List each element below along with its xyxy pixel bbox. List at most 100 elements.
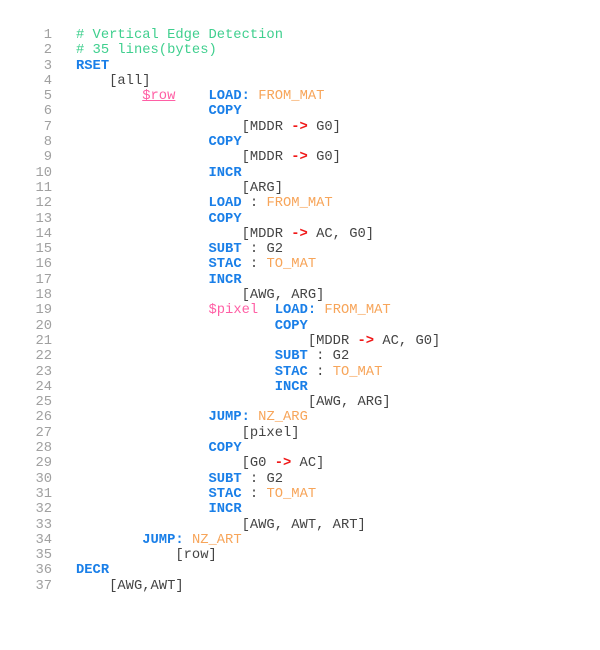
code-text (76, 319, 275, 334)
code-text (76, 365, 275, 380)
code-line[interactable]: 16 STAC : TO_MAT (0, 257, 440, 272)
operand: TO_MAT (266, 257, 317, 273)
code-line[interactable]: 7 [MDDR -> G0] (0, 120, 440, 135)
line-number: 12 (35, 196, 52, 212)
code-text: : G2 (241, 242, 284, 258)
line-number: 14 (35, 226, 52, 242)
line-number: 24 (35, 379, 52, 395)
label: $row (142, 89, 176, 105)
code-line[interactable]: 14 [MDDR -> AC, G0] (0, 227, 440, 242)
line-source: [MDDR -> AC, G0] (76, 227, 375, 242)
code-line[interactable]: 13 COPY (0, 212, 440, 227)
code-line[interactable]: 5 $row LOAD: FROM_MAT (0, 89, 440, 104)
code-line[interactable]: 11 [ARG] (0, 181, 440, 196)
line-source: JUMP: NZ_ART (76, 532, 242, 548)
line-source: $row LOAD: FROM_MAT (76, 89, 324, 104)
line-source: INCR (76, 502, 241, 517)
line-source: [MDDR -> G0] (76, 150, 341, 165)
code-line[interactable]: 29 [G0 -> AC] (0, 456, 440, 471)
code-line[interactable]: 31 STAC : TO_MAT (0, 487, 440, 502)
code-line[interactable]: 20 COPY (0, 319, 440, 334)
code-line[interactable]: 17 INCR (0, 273, 440, 288)
label: $pixel (208, 303, 259, 319)
line-number: 16 (35, 257, 52, 273)
code-text: [ARG] (76, 180, 283, 196)
code-line[interactable]: 19 $pixel LOAD: FROM_MAT (0, 303, 440, 318)
code-text (175, 89, 208, 104)
line-source: JUMP: NZ_ARG (76, 410, 307, 425)
line-source: [MDDR -> AC, G0] (76, 333, 441, 349)
line-number: 8 (43, 135, 52, 151)
code-text (258, 303, 275, 318)
code-text: : (241, 257, 267, 273)
code-line[interactable]: 33 [AWG, AWT, ART] (0, 518, 440, 533)
code-text (76, 502, 208, 517)
code-line[interactable]: 18 [AWG, ARG] (0, 288, 440, 303)
code-line[interactable]: 32 INCR (0, 502, 440, 517)
operand: FROM_MAT (258, 89, 325, 105)
operand: NZ_ART (191, 532, 242, 548)
code-text (76, 303, 208, 318)
code-line[interactable]: 25 [AWG, ARG] (0, 395, 440, 410)
arrow-operator: -> (274, 456, 292, 472)
code-line[interactable]: 12 LOAD : FROM_MAT (0, 196, 440, 211)
code-line[interactable]: 1# Vertical Edge Detection (0, 28, 440, 43)
code-text: G0] (307, 119, 341, 135)
code-line[interactable]: 30 SUBT : G2 (0, 472, 440, 487)
code-text (76, 273, 208, 288)
code-text (76, 487, 208, 502)
code-text: [AWG,AWT] (76, 578, 184, 594)
keyword: RSET (76, 58, 110, 74)
code-line[interactable]: 23 STAC : TO_MAT (0, 365, 440, 380)
code-line[interactable]: 27 [pixel] (0, 426, 440, 441)
line-source: SUBT : G2 (76, 472, 283, 487)
code-line[interactable]: 26 JUMP: NZ_ARG (0, 410, 440, 425)
code-line[interactable]: 6 COPY (0, 104, 440, 119)
code-text: [row] (76, 548, 217, 564)
keyword: JUMP: (142, 532, 184, 548)
code-line[interactable]: 2# 35 lines(bytes) (0, 43, 440, 58)
code-text: : (241, 486, 267, 502)
operand: FROM_MAT (324, 303, 391, 319)
line-number: 37 (35, 578, 52, 594)
code-line[interactable]: 15 SUBT : G2 (0, 242, 440, 257)
line-source: [all] (76, 74, 150, 89)
keyword: LOAD: (274, 303, 317, 319)
code-line[interactable]: 8 COPY (0, 135, 440, 150)
code-text: [MDDR (76, 333, 358, 349)
code-text (76, 166, 208, 181)
line-source: COPY (76, 212, 241, 227)
line-number: 26 (35, 410, 52, 426)
line-source: SUBT : G2 (76, 349, 350, 364)
line-number: 32 (35, 502, 52, 518)
code-text (250, 89, 258, 104)
line-source: [AWG, AWT, ART] (76, 518, 366, 533)
keyword: COPY (208, 104, 242, 120)
code-text (250, 410, 258, 425)
keyword: COPY (274, 318, 308, 334)
code-line[interactable]: 24 INCR (0, 380, 440, 395)
code-line[interactable]: 34 JUMP: NZ_ART (0, 533, 440, 548)
code-line[interactable]: 21 [MDDR -> AC, G0] (0, 334, 440, 349)
keyword: INCR (208, 272, 242, 288)
code-text: : (307, 364, 333, 380)
arrow-operator: -> (357, 333, 375, 349)
code-line[interactable]: 10 INCR (0, 166, 440, 181)
line-number: 11 (35, 180, 52, 196)
code-text (76, 410, 208, 425)
line-number: 23 (35, 364, 52, 380)
arrow-operator: -> (291, 119, 308, 135)
code-line[interactable]: 4 [all] (0, 74, 440, 89)
code-text: AC] (291, 456, 325, 472)
line-source: [AWG, ARG] (76, 395, 391, 410)
code-line[interactable]: 37 [AWG,AWT] (0, 579, 440, 594)
code-line[interactable]: 28 COPY (0, 441, 440, 456)
code-line[interactable]: 9 [MDDR -> G0] (0, 150, 440, 165)
code-text: [MDDR (76, 150, 292, 166)
keyword: DECR (76, 563, 110, 579)
code-line[interactable]: 35 [row] (0, 548, 440, 563)
code-line[interactable]: 22 SUBT : G2 (0, 349, 440, 364)
